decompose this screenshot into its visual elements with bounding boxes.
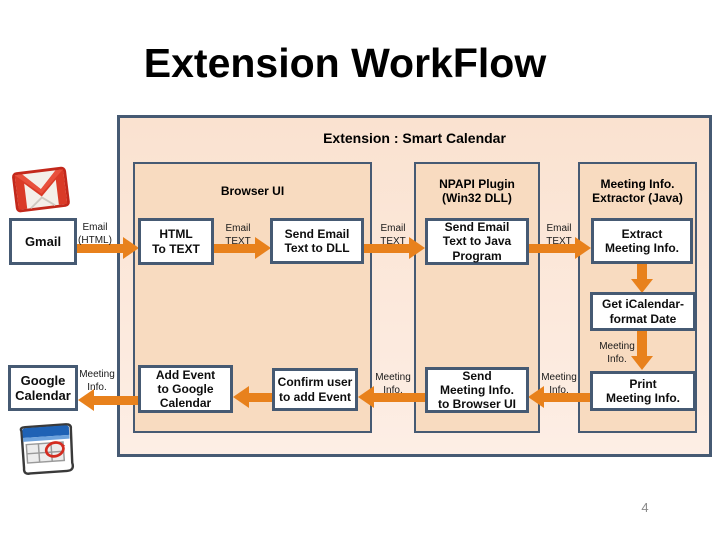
page-number: 4 — [641, 500, 649, 515]
extension-container-title: Extension : Smart Calendar — [323, 130, 506, 146]
edge-label-email-text-2: Email TEXT — [380, 223, 406, 247]
node-confirm-user-add-event: Confirm user to add Event — [272, 368, 358, 411]
google-calendar-icon — [15, 418, 79, 480]
node-google-calendar: Google Calendar — [8, 365, 78, 411]
gmail-icon — [11, 165, 71, 215]
node-gmail: Gmail — [9, 218, 77, 265]
edge-label-meeting-info-1: Meeting Info. — [541, 372, 577, 396]
panel-browser-ui-title: Browser UI — [220, 184, 285, 198]
edge-label-email-text-1: Email TEXT — [225, 223, 251, 247]
node-send-email-to-dll: Send Email Text to DLL — [270, 218, 364, 264]
edge-label-meeting-info-2: Meeting Info. — [375, 372, 411, 396]
node-extract-meeting-info: Extract Meeting Info. — [591, 218, 693, 264]
node-send-email-to-java: Send Email Text to Java Program — [425, 218, 529, 265]
node-send-meeting-info-to-browser: Send Meeting Info. to Browser UI — [425, 367, 529, 413]
edge-label-meeting-info-3: Meeting Info. — [79, 369, 115, 393]
edge-label-email-text-3: Email TEXT — [546, 223, 572, 247]
panel-meeting-extractor-title: Meeting Info. Extractor (Java) — [592, 177, 683, 205]
node-add-event-to-google-calendar: Add Event to Google Calendar — [138, 365, 233, 413]
edge-label-email-html: Email (HTML) — [78, 222, 112, 246]
edge-label-meeting-info-vertical: Meeting Info. — [599, 341, 635, 365]
node-get-icalendar-date: Get iCalendar- format Date — [590, 292, 696, 331]
page-title: Extension WorkFlow — [143, 40, 547, 86]
node-print-meeting-info: Print Meeting Info. — [590, 371, 696, 411]
node-html-to-text: HTML To TEXT — [138, 218, 214, 265]
panel-npapi-plugin-title: NPAPI Plugin (Win32 DLL) — [439, 177, 515, 205]
